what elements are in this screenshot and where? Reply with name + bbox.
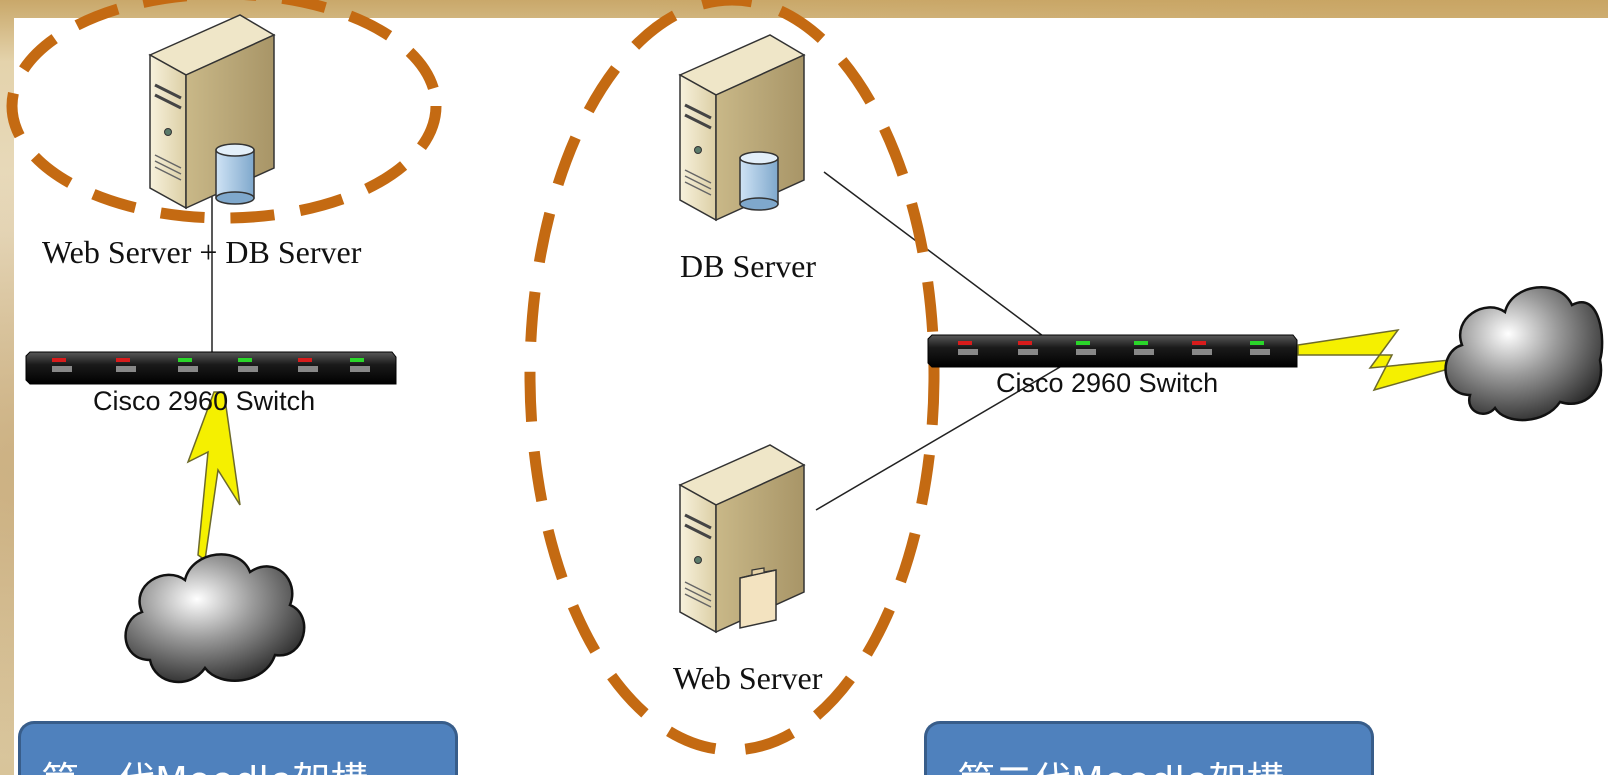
- database-icon: [739, 151, 779, 211]
- web-db-server-icon: [148, 14, 276, 210]
- db-server-icon: [678, 34, 806, 222]
- database-icon: [215, 143, 255, 205]
- dashed-highlight-left: [6, 0, 442, 224]
- lightning-link-left: [186, 391, 241, 562]
- link-web-to-switch: [815, 366, 1061, 511]
- lightning-link-right: [1297, 328, 1453, 392]
- web-db-server-label: Web Server + DB Server: [42, 234, 362, 270]
- switch-icon-right: [927, 334, 1298, 368]
- switch-label-right: Cisco 2960 Switch: [996, 368, 1219, 398]
- cloud-icon-right: [1444, 286, 1604, 422]
- callout-first-generation: 第一代Moodle架構: [18, 721, 458, 775]
- cloud-icon-left: [124, 553, 306, 684]
- web-server-label: Web Server: [673, 660, 823, 696]
- switch-label-left: Cisco 2960 Switch: [93, 386, 316, 416]
- db-server-label: DB Server: [680, 248, 816, 284]
- link-db-to-switch: [823, 171, 1044, 337]
- callout-second-generation: 第二代Moodle架構: [924, 721, 1374, 775]
- folder-icon: [739, 567, 777, 629]
- web-server-icon: [678, 444, 806, 634]
- dashed-highlight-middle: [524, 0, 940, 756]
- switch-icon-left: [25, 351, 397, 385]
